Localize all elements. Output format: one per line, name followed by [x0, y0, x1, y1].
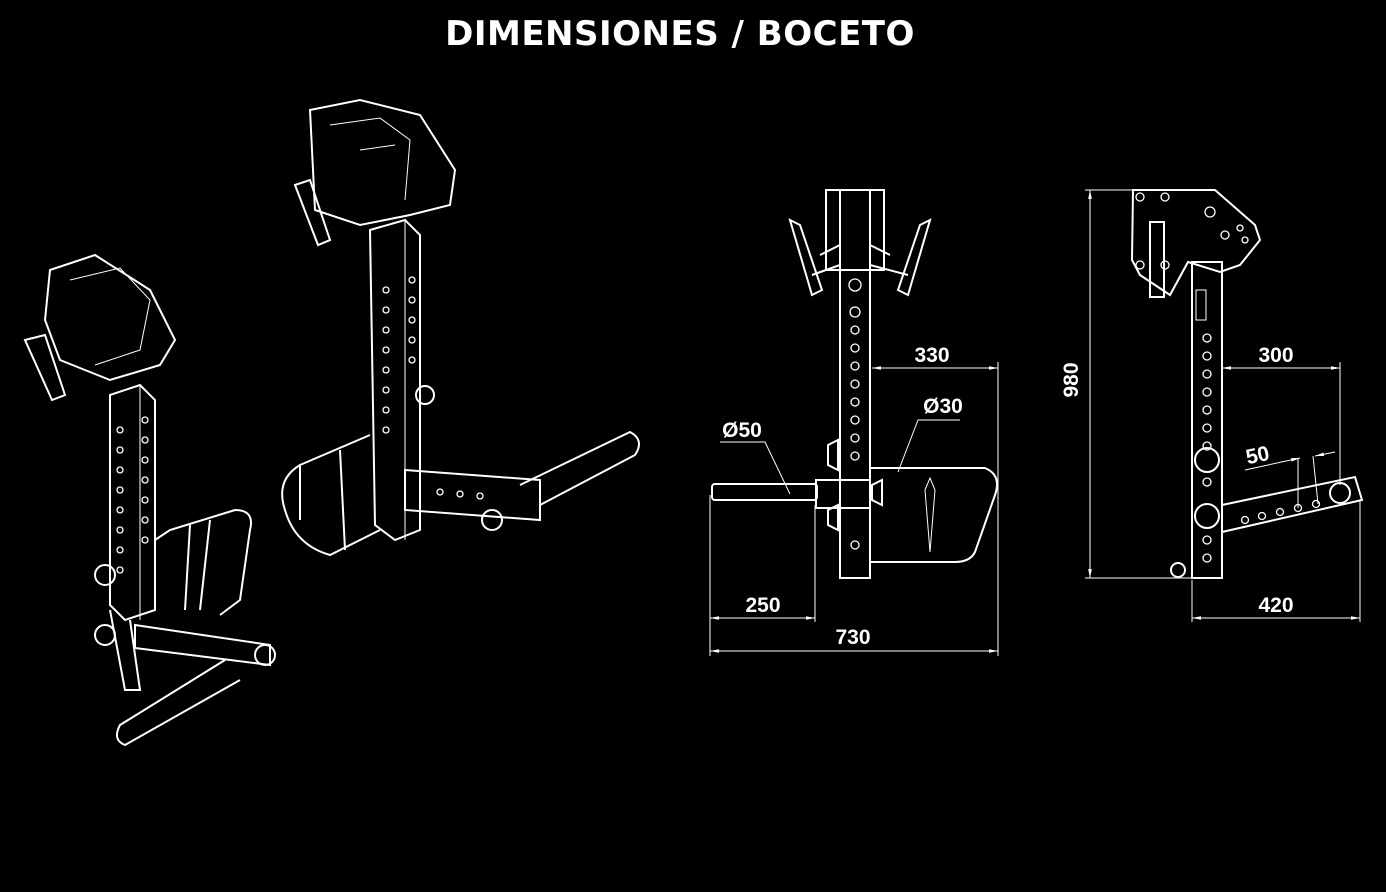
- dim-250: 250: [745, 594, 780, 617]
- isometric-view-2: [281, 98, 640, 557]
- dim-420: 420: [1258, 594, 1293, 617]
- front-collar: [815, 479, 871, 509]
- side-head-plate: [1130, 189, 1262, 297]
- page-title: DIMENSIONES / BOCETO: [445, 14, 915, 54]
- side-dimensions: 980 300 50 420: [1060, 189, 1361, 622]
- front-head: [825, 189, 885, 271]
- side-handle: [1149, 221, 1165, 298]
- dim-dia-50: Ø50: [722, 419, 762, 442]
- side-column: [1191, 261, 1223, 579]
- front-view: [711, 189, 998, 579]
- dim-300: 300: [1258, 344, 1293, 367]
- front-bar: [711, 483, 818, 501]
- side-view: [1130, 189, 1364, 579]
- dim-980: 980: [1060, 362, 1083, 397]
- dim-50: 50: [1244, 442, 1272, 469]
- isometric-view-1: [23, 253, 276, 747]
- column-holes: [116, 416, 149, 574]
- side-arm: [1221, 475, 1364, 533]
- column-holes: [382, 276, 416, 434]
- dim-dia-30: Ø30: [923, 395, 963, 418]
- dim-330: 330: [914, 344, 949, 367]
- front-column: [839, 189, 871, 579]
- front-dimensions: 330 Ø30 Ø50 250 730: [709, 344, 999, 656]
- front-hoop: [870, 467, 998, 563]
- dim-730: 730: [835, 626, 870, 649]
